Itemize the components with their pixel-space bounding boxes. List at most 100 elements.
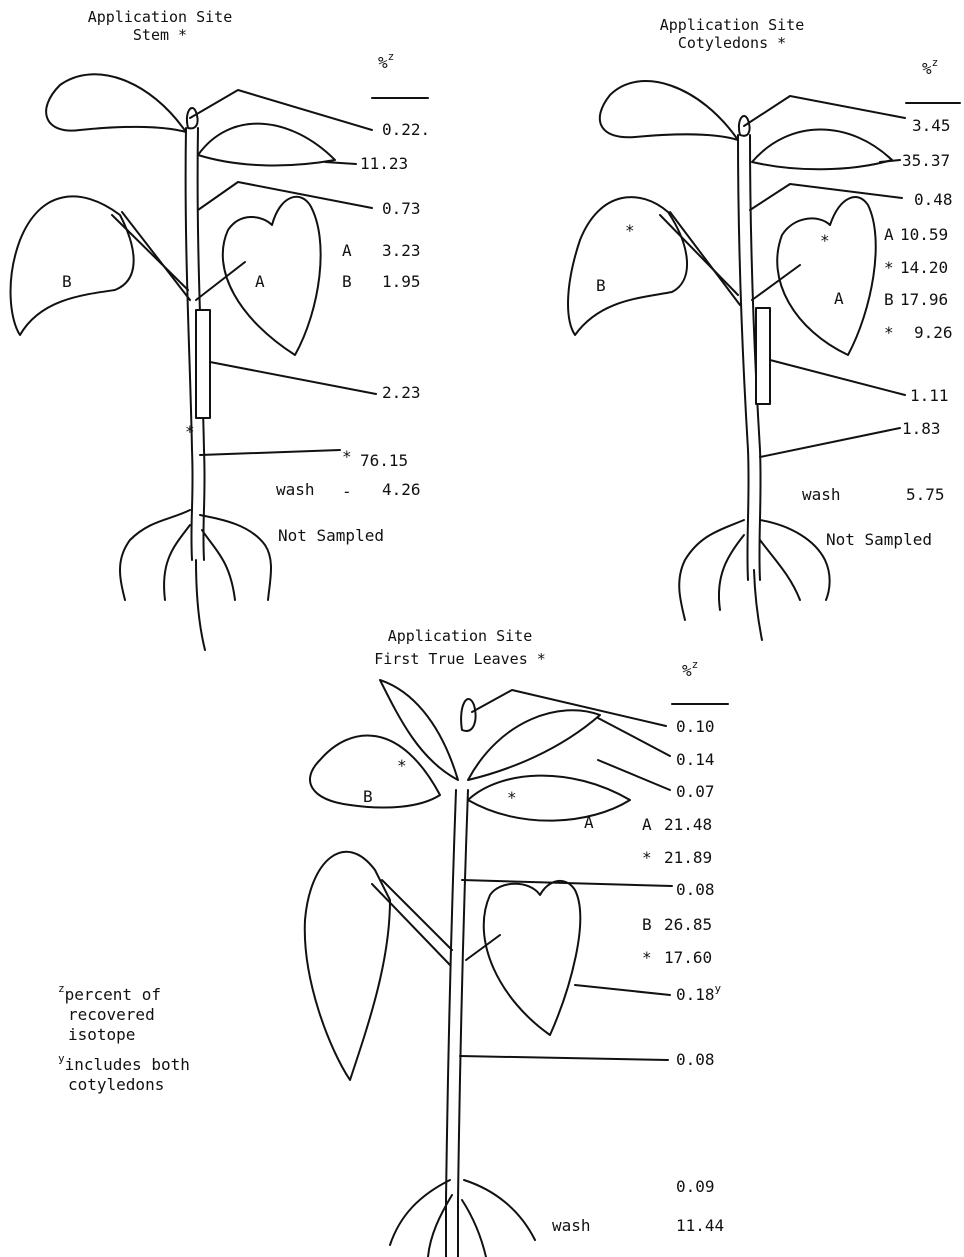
- stem-leaf-a-label: A: [255, 272, 265, 291]
- panel-stem-title-line2: Stem *: [133, 26, 187, 44]
- cot-leader-9: [760, 428, 900, 457]
- tl-apical-bud: [461, 699, 475, 731]
- cot-wash-value: 5.75: [906, 485, 945, 504]
- cot-main-stem: [738, 135, 749, 580]
- footnote-y-line2: cotyledons: [68, 1075, 164, 1094]
- tl-cotyledon-left: [305, 852, 390, 1080]
- stem-leader-2: [325, 162, 356, 164]
- tl-leader-9: [575, 985, 670, 995]
- cot-top-left-leaf: [600, 81, 738, 140]
- stem-roots-note: Not Sampled: [278, 526, 384, 545]
- tl-main-stem: [446, 790, 456, 1257]
- stem-main-stem: [186, 128, 193, 560]
- tl-leaf-a-label: A: [584, 813, 594, 832]
- tl-row-label-a: A: [642, 815, 652, 834]
- stem-value-5: 1.95: [382, 272, 421, 291]
- tl-value-6: 0.08: [676, 880, 715, 899]
- tl-value-2: 0.14: [676, 750, 715, 769]
- tl-cotyledon-right: [484, 881, 581, 1035]
- tl-row-label-star-2: *: [642, 948, 652, 967]
- tl-value-10: 0.08: [676, 1050, 715, 1069]
- stem-root-1: [120, 510, 190, 600]
- panel-cotyledons-plant-drawing: [568, 81, 892, 640]
- cot-value-5: 14.20: [900, 258, 948, 277]
- cot-leaf-b-label: B: [596, 276, 606, 295]
- footnotes: zpercent of recovered isotope yincludes …: [58, 982, 190, 1094]
- stem-value-6: 2.23: [382, 383, 421, 402]
- panel-stem-plant-drawing: [11, 74, 335, 650]
- stem-leaf-b-label: B: [62, 272, 72, 291]
- stem-row-label-b: B: [342, 272, 352, 291]
- cot-row-label-a: A: [884, 225, 894, 244]
- cot-row-label-star-2: *: [884, 323, 894, 342]
- panel-true-leaves-plant-drawing: [305, 680, 630, 1257]
- stem-leader-6: [210, 362, 376, 394]
- cot-value-6: 17.96: [900, 290, 948, 309]
- stem-star-label: *: [342, 447, 352, 466]
- cot-root-2: [719, 535, 744, 610]
- cot-application-band: [756, 308, 770, 404]
- cot-root-1: [679, 520, 744, 620]
- stem-apical-bud: [187, 108, 198, 128]
- tl-wash-value: 11.44: [676, 1216, 724, 1235]
- cot-top-right-leaf: [752, 130, 892, 170]
- panel-cotyledons-column-header: %z: [922, 56, 938, 78]
- tl-wash-label: wash: [552, 1216, 591, 1235]
- cot-value-8: 1.11: [910, 386, 949, 405]
- cot-leader-3: [750, 184, 902, 210]
- tl-first-true-leaf-a: [468, 776, 630, 821]
- cot-value-1: 3.45: [912, 116, 951, 135]
- cot-row-label-star-1: *: [884, 258, 894, 277]
- tl-top-right-small-leaf: [468, 710, 600, 780]
- stem-value-4: 3.23: [382, 241, 421, 260]
- tl-value-4: 21.48: [664, 815, 712, 834]
- cot-roots-note: Not Sampled: [826, 530, 932, 549]
- cot-row-label-b: B: [884, 290, 894, 309]
- panel-cotyledons: Application Site Cotyledons * %z B A * *: [568, 16, 960, 640]
- tl-leader-3: [598, 760, 670, 790]
- tl-leaf-b-label: B: [363, 787, 373, 806]
- stem-wash-value: 4.26: [382, 480, 421, 499]
- stem-value-3: 0.73: [382, 199, 421, 218]
- footnote-y-line1: yincludes both: [58, 1052, 190, 1074]
- cot-leader-1: [744, 96, 905, 126]
- panel-stem-column-header: %z: [378, 50, 394, 72]
- footnote-z-line3: isotope: [68, 1025, 135, 1044]
- stem-value-7: 76.15: [360, 451, 408, 470]
- tl-cotyledon-left-petiole-edge: [382, 880, 452, 950]
- cot-leader-8: [770, 360, 905, 395]
- stem-top-right-leaf: [198, 124, 335, 166]
- stem-wash-label: wash: [276, 480, 315, 499]
- stem-top-left-leaf: [46, 74, 186, 132]
- cot-value-2: 35.37: [902, 151, 950, 170]
- tl-value-3: 0.07: [676, 782, 715, 801]
- cot-value-7: 9.26: [914, 323, 953, 342]
- tl-value-5: 21.89: [664, 848, 712, 867]
- tl-root-1: [390, 1180, 450, 1245]
- cot-leaf-a-label: A: [834, 289, 844, 308]
- cot-cotyledon-a: [777, 197, 875, 355]
- stem-root-3: [200, 515, 271, 600]
- tl-leader-10: [460, 1056, 668, 1060]
- tl-leaf-b-star: *: [397, 756, 407, 775]
- tl-root-3: [464, 1180, 535, 1240]
- tl-main-stem-edge: [458, 790, 468, 1257]
- footnote-z-line1: zpercent of: [58, 982, 161, 1004]
- cot-leaf-a-star: *: [820, 231, 830, 250]
- stem-value-2: 11.23: [360, 154, 408, 173]
- panel-stem-title-line1: Application Site: [88, 8, 233, 26]
- cot-value-3: 0.48: [914, 190, 953, 209]
- tl-value-8: 17.60: [664, 948, 712, 967]
- stem-value-1: 0.22.: [382, 120, 430, 139]
- stem-application-band: [196, 310, 210, 418]
- stem-row-label-a: A: [342, 241, 352, 260]
- tl-root-4: [462, 1200, 486, 1257]
- tl-row-label-b: B: [642, 915, 652, 934]
- stem-cotyledon-a: [223, 197, 321, 355]
- panel-true-leaves-title-line2: First True Leaves *: [374, 650, 546, 668]
- cot-value-4: 10.59: [900, 225, 948, 244]
- panel-true-leaves-title-line1: Application Site: [388, 627, 533, 645]
- panel-true-leaves: Application Site First True Leaves * %z …: [305, 627, 728, 1257]
